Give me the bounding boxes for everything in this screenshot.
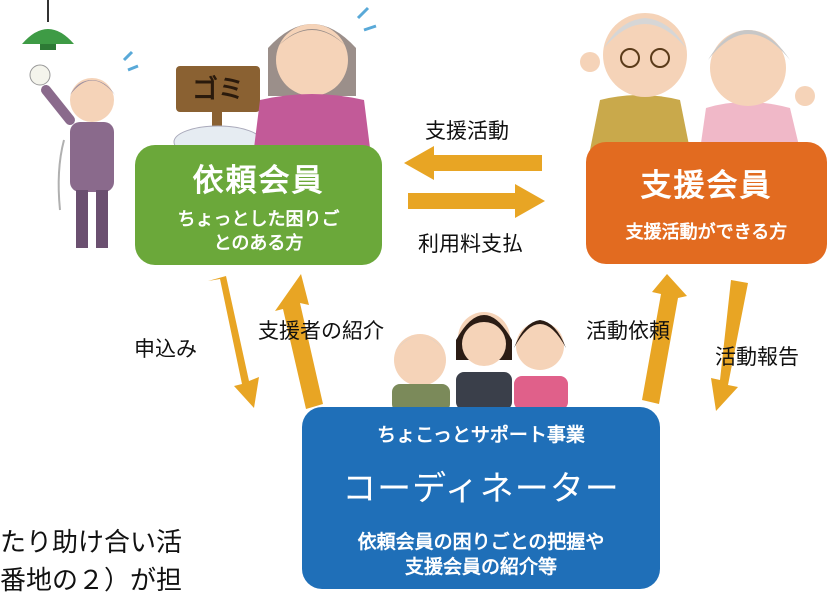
- supporter-intro-arrow-icon: [275, 274, 323, 409]
- fee-payment-arrow-icon: [408, 184, 545, 218]
- supporter-desc: 支援活動ができる方: [625, 222, 788, 243]
- arrows-group: [208, 146, 748, 411]
- requester-member-box: 依頼会員 ちょっとした困りご とのある方: [135, 145, 382, 265]
- requester-desc-line2: とのある方: [213, 233, 304, 254]
- supporter-intro-label: 支援者の紹介: [258, 319, 384, 343]
- ceiling-lamp-icon: [22, 0, 74, 50]
- activity-request-arrow-icon: [642, 274, 687, 404]
- activity-report-label: 活動報告: [715, 345, 799, 369]
- elderly-couple-illustration: [580, 13, 815, 150]
- coordinator-desc-line2: 支援会員の紹介等: [404, 556, 557, 578]
- application-label: 申込み: [134, 337, 197, 361]
- application-arrow-icon: [208, 276, 259, 408]
- supporter-member-box: 支援会員 支援活動ができる方: [586, 142, 827, 264]
- support-activity-label: 支援活動: [425, 119, 509, 143]
- coordinator-program: ちょこっとサポート事業: [377, 424, 585, 446]
- supporter-title: 支援会員: [640, 168, 773, 204]
- garbage-sign-text: ゴミ: [192, 74, 244, 105]
- support-activity-arrow-icon: [404, 146, 542, 180]
- coordinator-desc-line1: 依頼会員の困りごとの把握や: [357, 531, 605, 553]
- fee-payment-label: 利用料支払: [418, 232, 523, 256]
- background-text-line2: 番地の２）が担: [0, 566, 183, 596]
- activity-request-label: 活動依頼: [586, 319, 670, 343]
- activity-report-arrow-icon: [711, 280, 748, 411]
- coordinator-box: ちょこっとサポート事業 コーディネーター 依頼会員の困りごとの把握や 支援会員の…: [302, 407, 660, 589]
- background-text-line1: たり助け合い活: [0, 528, 183, 558]
- requester-title: 依頼会員: [192, 163, 325, 199]
- requester-desc-line1: ちょっとした困りご: [177, 209, 340, 230]
- coordinator-staff-illustration: [392, 312, 568, 412]
- elderly-woman-changing-bulb-illustration: [29, 50, 139, 248]
- distressed-elderly-woman-illustration: [254, 6, 377, 148]
- coordinator-title: コーディネーター: [342, 469, 620, 509]
